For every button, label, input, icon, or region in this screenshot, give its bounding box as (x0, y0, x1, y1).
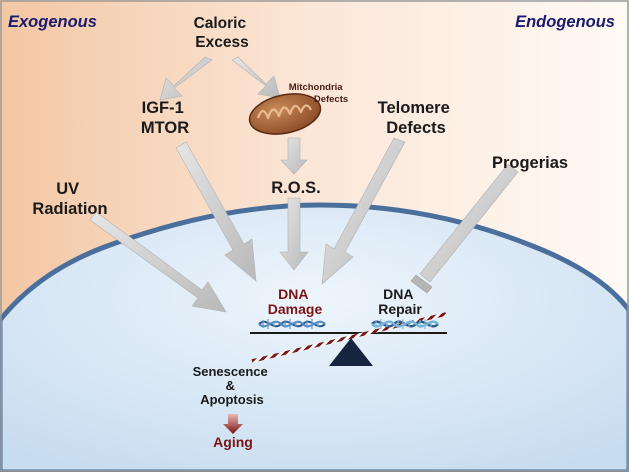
label-ros: R.O.S. (271, 179, 321, 197)
arrow-uv-to-dna-damage (89, 211, 227, 313)
label-uv-line2: Radiation (32, 200, 107, 218)
label-caloric-line2: Excess (195, 34, 248, 51)
label-caloric-line1: Caloric (194, 15, 247, 32)
arrow-ros-to-dna-damage (279, 197, 309, 271)
triangle-icon (329, 338, 373, 366)
label-igf-line1: IGF-1 (142, 99, 184, 117)
label-mito-line2: Defects (314, 94, 348, 105)
label-mitochondria-defects: Mitchondria Defects (289, 82, 348, 105)
label-aging: Aging (213, 434, 253, 450)
inhibition-bar-icon (410, 274, 433, 294)
label-endogenous: Endogenous (515, 13, 615, 31)
arrow-igf-to-dna-damage (175, 141, 257, 282)
label-progerias: Progerias (492, 154, 568, 172)
label-dna-damage: DNA Damage (268, 286, 323, 317)
inhibition-progerias-to-dna-repair (410, 163, 519, 294)
dna-helix-icon (258, 319, 326, 329)
arrow-telomere-to-dna-damage (321, 137, 406, 285)
label-senescence-apoptosis: Senescence & Apoptosis (193, 364, 272, 407)
label-repair-line1: DNA (383, 286, 413, 302)
label-telomere-line2: Defects (386, 119, 446, 137)
dna-helix-icon (371, 319, 439, 329)
label-exogenous: Exogenous (8, 13, 97, 31)
arrow-mitochondria-to-ros (280, 137, 308, 175)
label-outcome-line2: & (225, 378, 234, 393)
label-damage-line2: Damage (268, 301, 323, 317)
label-igf-line2: MTOR (141, 119, 189, 137)
label-igf-mtor: IGF-1 MTOR (141, 99, 189, 137)
cell-body (0, 202, 629, 472)
mitochondria-icon (248, 93, 322, 135)
label-outcome-line1: Senescence (193, 364, 268, 379)
label-telomere-line1: Telomere (378, 99, 450, 117)
label-telomere-defects: Telomere Defects (378, 99, 455, 137)
arrow-caloric-to-mitochondria (231, 56, 281, 99)
label-outcome-line3: Apoptosis (200, 392, 264, 407)
label-caloric-excess: Caloric Excess (194, 15, 251, 51)
label-uv-line1: UV (56, 180, 79, 198)
label-repair-line2: Repair (378, 301, 422, 317)
label-mito-line1: Mitchondria (289, 82, 344, 93)
down-arrow-icon (223, 414, 243, 434)
label-damage-line1: DNA (278, 286, 308, 302)
label-dna-repair: DNA Repair (378, 286, 422, 317)
arrow-caloric-to-igf (159, 56, 213, 101)
label-uv-radiation: UV Radiation (32, 180, 107, 218)
